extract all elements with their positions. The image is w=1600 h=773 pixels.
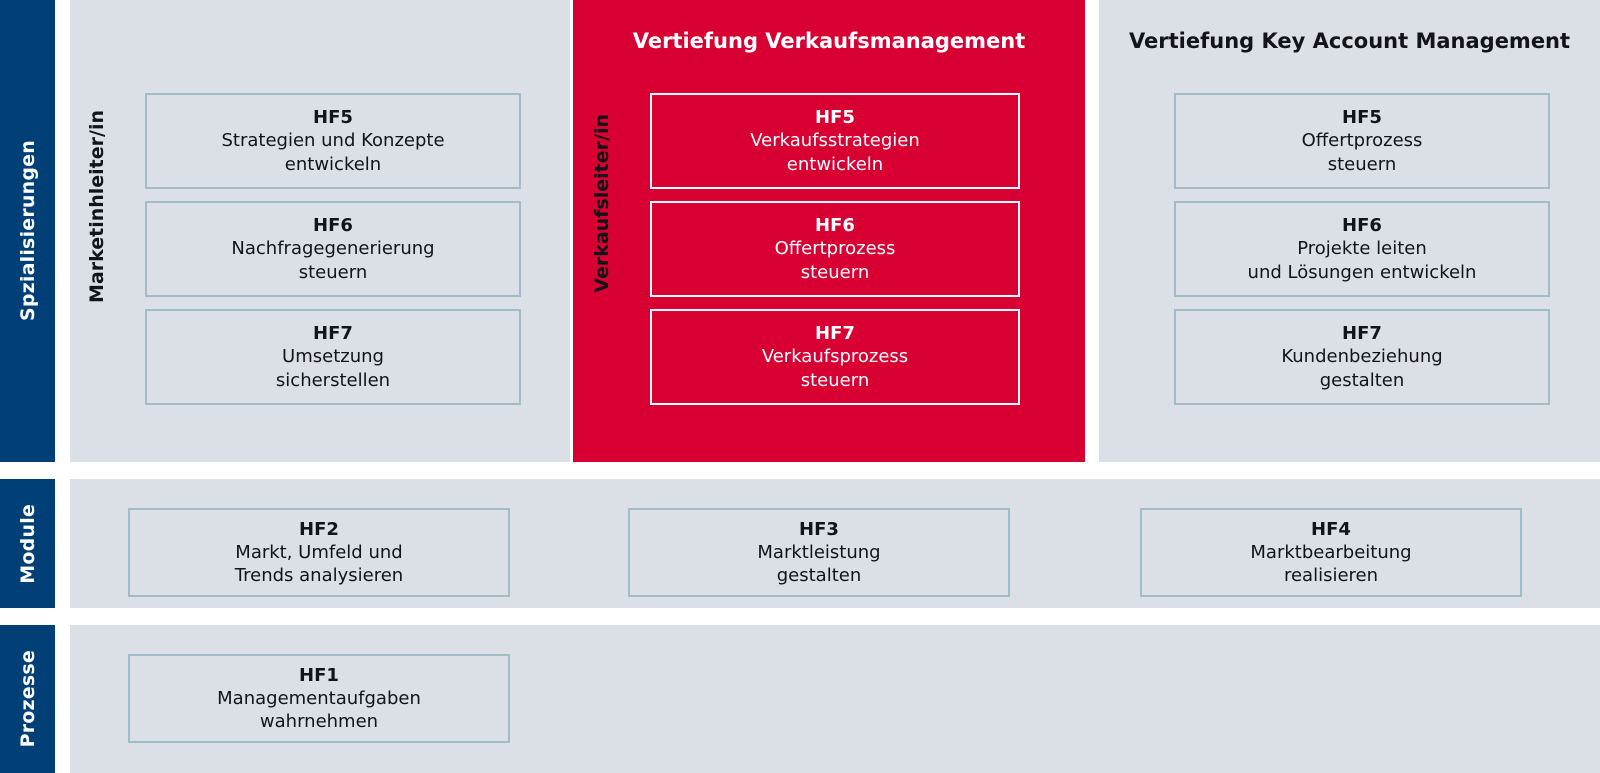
hf-description: Umsetzung sicherstellen bbox=[275, 346, 391, 391]
hf-box-marketing-hf6[interactable]: HF6 Nachfragegenerierung steuern bbox=[145, 201, 521, 297]
hf-code: HF5 bbox=[313, 107, 353, 129]
hf-box-kam-hf7[interactable]: HF7 Kundenbeziehung gestalten bbox=[1174, 309, 1550, 405]
panel-processes: HF1 Managementaufgaben wahrnehmen bbox=[70, 625, 1600, 773]
panel-title-verkaufsmanagement: Vertiefung Verkaufsmanagement bbox=[632, 29, 1026, 53]
hf-code: HF7 bbox=[815, 323, 855, 345]
hf-code: HF6 bbox=[313, 215, 353, 237]
hf-code: HF1 bbox=[299, 664, 339, 686]
hf-box-process-hf1[interactable]: HF1 Managementaufgaben wahrnehmen bbox=[128, 654, 510, 743]
hf-description: Strategien und Konzepte entwickeln bbox=[221, 130, 445, 175]
hf-description: Offertprozess steuern bbox=[1301, 130, 1423, 175]
hf-description: Managementaufgaben wahrnehmen bbox=[217, 687, 421, 733]
panel-key-account-management: Vertiefung Key Account Management HF5 Of… bbox=[1099, 0, 1600, 462]
rail-label-modules: Module bbox=[16, 503, 39, 584]
hf-code: HF6 bbox=[815, 215, 855, 237]
hf-box-marketing-hf5[interactable]: HF5 Strategien und Konzepte entwickeln bbox=[145, 93, 521, 189]
hf-box-module-hf2[interactable]: HF2 Markt, Umfeld und Trends analysieren bbox=[128, 508, 510, 597]
hf-code: HF2 bbox=[299, 518, 339, 540]
hf-description: Verkaufsprozess steuern bbox=[761, 346, 909, 391]
hf-box-kam-hf6[interactable]: HF6 Projekte leiten und Lösungen entwick… bbox=[1174, 201, 1550, 297]
panel-title-key-account-management: Vertiefung Key Account Management bbox=[1128, 29, 1571, 53]
hf-code: HF6 bbox=[1342, 215, 1382, 237]
hf-code: HF7 bbox=[1342, 323, 1382, 345]
rail-label-processes: Prozesse bbox=[16, 650, 39, 748]
panel-verkaufsmanagement: Vertiefung Verkaufsmanagement HF5 Verkau… bbox=[573, 0, 1085, 462]
hf-description: Offertprozess steuern bbox=[774, 238, 896, 283]
hf-description: Marktleistung gestalten bbox=[757, 541, 881, 587]
rail-segment-modules: Module bbox=[0, 479, 55, 608]
hf-code: HF3 bbox=[799, 518, 839, 540]
hf-code: HF4 bbox=[1311, 518, 1351, 540]
hf-description: Kundenbeziehung gestalten bbox=[1281, 346, 1443, 391]
hf-box-marketing-hf7[interactable]: HF7 Umsetzung sicherstellen bbox=[145, 309, 521, 405]
hf-code: HF7 bbox=[313, 323, 353, 345]
role-label-verkaufsleiter: Verkaufsleiter/in bbox=[591, 114, 613, 293]
hf-code: HF5 bbox=[815, 107, 855, 129]
rail-segment-processes: Prozesse bbox=[0, 625, 55, 773]
hf-description: Verkaufsstrategien entwickeln bbox=[750, 130, 920, 175]
panel-marketing: HF5 Strategien und Konzepte entwickeln H… bbox=[70, 0, 570, 462]
hf-description: Marktbearbeitung realisieren bbox=[1250, 541, 1412, 587]
hf-box-verkauf-hf6[interactable]: HF6 Offertprozess steuern bbox=[650, 201, 1020, 297]
hf-description: Markt, Umfeld und Trends analysieren bbox=[234, 541, 404, 587]
rail-segment-specialisations: Spzialisierungen bbox=[0, 0, 55, 462]
hf-box-module-hf3[interactable]: HF3 Marktleistung gestalten bbox=[628, 508, 1010, 597]
hf-box-kam-hf5[interactable]: HF5 Offertprozess steuern bbox=[1174, 93, 1550, 189]
hf-description: Projekte leiten und Lösungen entwickeln bbox=[1247, 238, 1477, 283]
role-label-marketing: Marketinhleiter/in bbox=[86, 110, 108, 303]
hf-code: HF5 bbox=[1342, 107, 1382, 129]
hf-box-verkauf-hf7[interactable]: HF7 Verkaufsprozess steuern bbox=[650, 309, 1020, 405]
hf-description: Nachfragegenerierung steuern bbox=[231, 238, 435, 283]
panel-modules: HF2 Markt, Umfeld und Trends analysieren… bbox=[70, 479, 1600, 608]
hf-box-module-hf4[interactable]: HF4 Marktbearbeitung realisieren bbox=[1140, 508, 1522, 597]
hf-box-verkauf-hf5[interactable]: HF5 Verkaufsstrategien entwickeln bbox=[650, 93, 1020, 189]
rail-label-specialisations: Spzialisierungen bbox=[16, 140, 39, 322]
